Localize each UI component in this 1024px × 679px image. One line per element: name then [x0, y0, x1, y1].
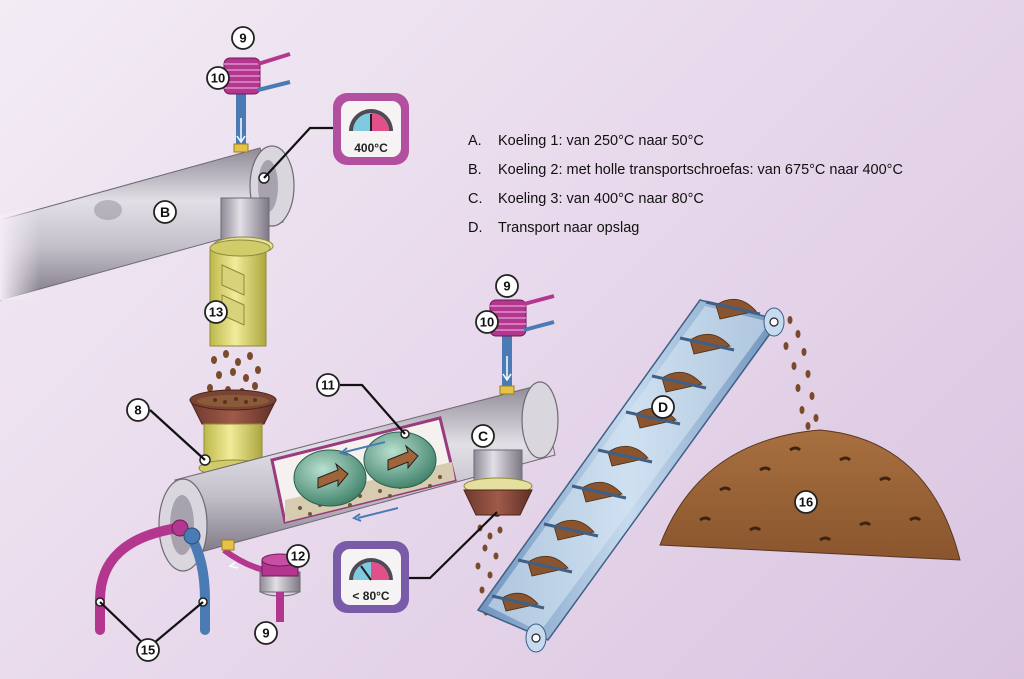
callout-8: 8	[126, 398, 150, 422]
callout-15: 15	[136, 638, 160, 662]
legend-text: Koeling 1: van 250°C naar 50°C	[498, 133, 704, 149]
callout-13: 13	[204, 300, 228, 324]
svg-text:9: 9	[262, 626, 269, 641]
gauge-400-value: 400°C	[354, 141, 388, 155]
callout-11: 11	[316, 373, 340, 397]
legend-text: Koeling 2: met holle transportschroefas:…	[498, 162, 903, 178]
cooling-coil-c	[489, 294, 555, 395]
cooling-pipes-15	[95, 519, 210, 635]
granules-falling-a	[207, 350, 261, 396]
callout-9-bottom: 9	[254, 621, 278, 645]
svg-text:9: 9	[239, 31, 246, 46]
callout-10-c: 10	[475, 310, 499, 334]
svg-text:10: 10	[211, 71, 225, 86]
screw-section-13	[209, 239, 271, 347]
granules-falling-heap	[783, 316, 819, 430]
svg-text:8: 8	[134, 403, 141, 418]
svg-text:13: 13	[209, 305, 223, 320]
svg-text:16: 16	[799, 495, 813, 510]
legend-item-d: D. Transport naar opslag	[468, 220, 903, 249]
legend: A. Koeling 1: van 250°C naar 50°C B. Koeli…	[468, 133, 903, 249]
section-letter-b: B	[153, 200, 177, 224]
callout-9-top: 9	[231, 26, 255, 50]
callout-10-top: 10	[206, 66, 230, 90]
legend-item-b: B. Koeling 2: met holle transportschroefa…	[468, 162, 903, 191]
svg-text:11: 11	[321, 378, 335, 393]
legend-letter: C.	[468, 191, 483, 207]
section-letter-c: C	[471, 424, 495, 448]
svg-text:B: B	[160, 204, 170, 220]
callout-12: 12	[286, 544, 310, 568]
legend-letter: A.	[468, 133, 482, 149]
section-letter-d: D	[651, 395, 675, 419]
legend-letter: D.	[468, 220, 483, 236]
legend-item-a: A. Koeling 1: van 250°C naar 50°C	[468, 133, 903, 162]
gauge-80-value: < 80°C	[352, 589, 389, 603]
leader-lines	[99, 126, 498, 649]
callout-16: 16	[794, 490, 818, 514]
svg-text:C: C	[478, 428, 488, 444]
svg-text:D: D	[658, 399, 668, 415]
svg-text:15: 15	[141, 643, 155, 658]
svg-text:12: 12	[291, 549, 305, 564]
legend-item-c: C. Koeling 3: van 400°C naar 80°C	[468, 191, 903, 220]
legend-letter: B.	[468, 162, 482, 178]
gauge-400: 400°C	[333, 93, 409, 165]
svg-text:9: 9	[503, 279, 510, 294]
svg-text:10: 10	[480, 315, 494, 330]
callout-9-c: 9	[495, 274, 519, 298]
legend-text: Transport naar opslag	[498, 220, 640, 236]
legend-text: Koeling 3: van 400°C naar 80°C	[498, 191, 704, 207]
pump-12	[221, 539, 301, 622]
gauge-80: < 80°C	[333, 541, 409, 613]
cooling-coil-top	[223, 52, 291, 153]
conveyor-d	[476, 298, 785, 653]
outlet-c	[463, 449, 533, 516]
